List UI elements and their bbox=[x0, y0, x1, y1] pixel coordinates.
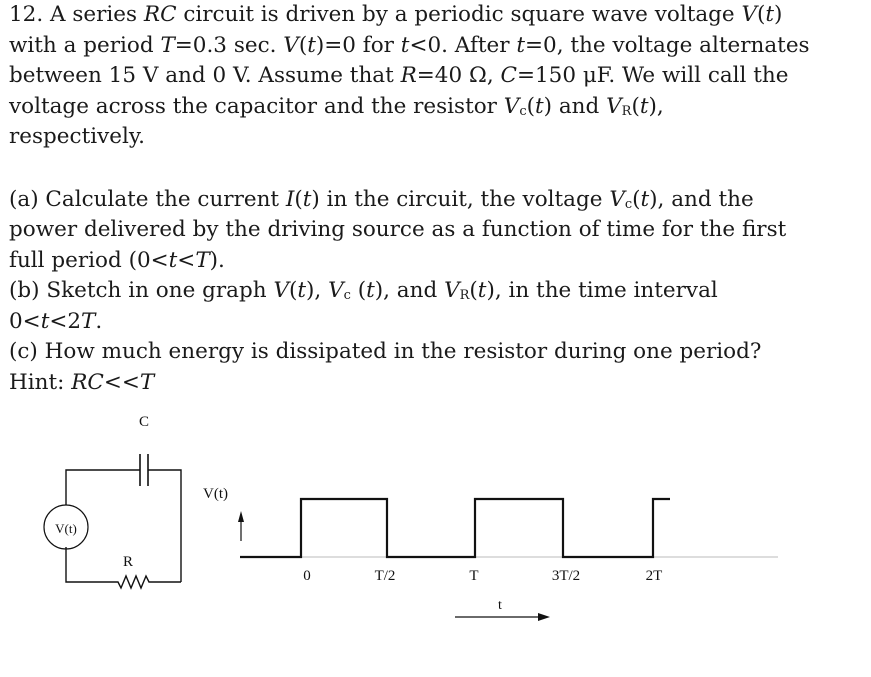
problem-line-2: with a period T=0.3 sec. V(t)=0 for t<0.… bbox=[9, 32, 810, 58]
capacitor-label: C bbox=[139, 414, 149, 430]
tick-label-2t: 2T bbox=[646, 568, 663, 584]
problem-line-5: respectively. bbox=[9, 124, 145, 149]
resistor-label: R bbox=[123, 554, 133, 570]
circuit-wire-top bbox=[65, 469, 140, 505]
voltage-source bbox=[43, 504, 89, 550]
question-b-line-2: 0<t<2T. bbox=[9, 308, 103, 334]
voltage-source-label: V(t) bbox=[55, 521, 77, 536]
hint-line: Hint: RC<<T bbox=[9, 369, 155, 395]
problem-text: 12. A series RC circuit is driven by a p… bbox=[9, 0, 859, 398]
question-a-line-2: power delivered by the driving source as… bbox=[9, 217, 787, 242]
question-b-line-1: (b) Sketch in one graph V(t), Vc (t), an… bbox=[9, 278, 718, 303]
tick-label-t-half: T/2 bbox=[375, 568, 396, 584]
waveform-y-label: V(t) bbox=[203, 486, 228, 502]
circuit-diagram bbox=[43, 454, 182, 590]
tick-label-0: 0 bbox=[303, 568, 311, 584]
circuit-wire-right bbox=[148, 469, 182, 582]
time-axis-label: t bbox=[498, 598, 502, 613]
resistor-zigzag bbox=[65, 547, 181, 590]
problem-line-3: between 15 V and 0 V. Assume that R=40 Ω… bbox=[9, 63, 789, 88]
question-a-line-1: (a) Calculate the current I(t) in the ci… bbox=[9, 186, 754, 212]
time-arrow-head bbox=[538, 613, 550, 621]
square-wave-plot bbox=[238, 497, 778, 621]
tick-label-3t-half: 3T/2 bbox=[552, 568, 580, 584]
tick-label-t: T bbox=[469, 568, 478, 584]
problem-line-4: voltage across the capacitor and the res… bbox=[9, 93, 664, 119]
question-c-line: (c) How much energy is dissipated in the… bbox=[9, 339, 762, 364]
problem-line-1: 12. A series RC circuit is driven by a p… bbox=[9, 2, 783, 27]
question-a-line-3: full period (0<t<T). bbox=[9, 247, 225, 273]
square-wave bbox=[240, 497, 670, 559]
vertical-arrow-head bbox=[238, 511, 244, 522]
